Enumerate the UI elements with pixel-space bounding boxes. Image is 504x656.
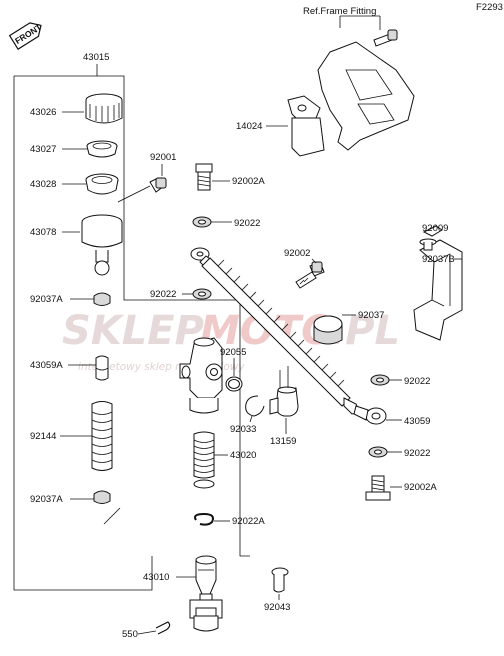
label-43059A: 43059A — [30, 360, 63, 371]
reservoir-hose — [91, 401, 113, 471]
left-callouts: 43026 43027 43028 43078 92037A 43059A 92… — [30, 107, 96, 505]
label-92002A-top: 92002A — [232, 176, 265, 187]
connector-43059A — [95, 355, 109, 381]
label-92022-d: 92022 — [404, 448, 430, 459]
push-rod-43010 — [189, 555, 223, 632]
diaphragm — [85, 173, 119, 195]
label-43027: 43027 — [30, 144, 56, 155]
washer-92022-b — [192, 288, 212, 300]
clip-92009 — [419, 238, 437, 251]
bolt-92002A-top — [195, 163, 213, 191]
label-92001: 92001 — [150, 152, 176, 163]
grommet-92037 — [313, 315, 343, 345]
watermark-brand-left: SKLEP — [62, 308, 204, 354]
label-92043: 92043 — [264, 602, 290, 613]
label-43026: 43026 — [30, 107, 56, 118]
bracket-92037B — [413, 225, 463, 341]
reservoir-tank — [81, 214, 123, 276]
front-badge: FRONT — [8, 22, 44, 50]
front-arrow-icon — [8, 22, 42, 50]
label-43059: 43059 — [404, 416, 430, 427]
label-92144: 92144 — [30, 431, 56, 442]
bolt-92002A-bottom — [365, 475, 391, 501]
label-92002A-bottom: 92002A — [404, 482, 437, 493]
hose-clamp-bottom — [93, 490, 121, 525]
assembly-bracket — [13, 64, 250, 591]
washer-92022-d — [368, 446, 388, 458]
diaphragm-plate — [86, 140, 118, 158]
label-92002: 92002 — [284, 248, 310, 259]
label-92022A: 92022A — [232, 516, 265, 527]
master-cylinder-body — [179, 337, 223, 414]
label-92037A-bottom: 92037A — [30, 494, 63, 505]
washer-92022-c — [370, 374, 390, 386]
reservoir-cap — [85, 93, 123, 124]
ref-frame-fitting-label: Ref.Frame Fitting — [303, 6, 376, 17]
label-92022-c: 92022 — [404, 376, 430, 387]
label-92037B: 92037B — [422, 254, 455, 265]
bolt-92002 — [295, 261, 325, 289]
piston-spring-43020 — [193, 431, 215, 489]
o-ring-92055 — [225, 376, 243, 392]
label-13159: 13159 — [270, 436, 296, 447]
label-43010: 43010 — [143, 572, 169, 583]
figure-code: F2293 — [476, 2, 503, 13]
watermark: SKLEP MOTO .PL intergetowy sklep motocyk… — [62, 308, 400, 373]
fitting-13159 — [269, 366, 299, 417]
bolt-92001 — [117, 177, 167, 203]
circlip-92022A — [194, 512, 214, 526]
label-43078: 43078 — [30, 227, 56, 238]
label-92009: 92009 — [422, 223, 448, 234]
label-43020: 43020 — [230, 450, 256, 461]
label-43028: 43028 — [30, 179, 56, 190]
label-92037: 92037 — [358, 310, 384, 321]
label-92022-b: 92022 — [150, 289, 176, 300]
circlip-92033 — [245, 395, 265, 417]
label-14024: 14024 — [236, 121, 262, 132]
brake-hose-43059 — [190, 247, 387, 425]
label-92055: 92055 — [220, 347, 246, 358]
washer-92022-a — [192, 216, 212, 228]
label-92033: 92033 — [230, 424, 256, 435]
label-92022-a: 92022 — [234, 218, 260, 229]
label-43015: 43015 — [83, 52, 109, 63]
hose-clamp-top — [93, 292, 111, 306]
label-550: 550 — [122, 629, 138, 640]
frame-bolt — [339, 15, 398, 47]
label-92037A-top: 92037A — [30, 294, 63, 305]
pin-92043 — [271, 567, 289, 593]
cotter-pin-550 — [155, 621, 171, 635]
heel-guard-14024 — [287, 41, 415, 157]
